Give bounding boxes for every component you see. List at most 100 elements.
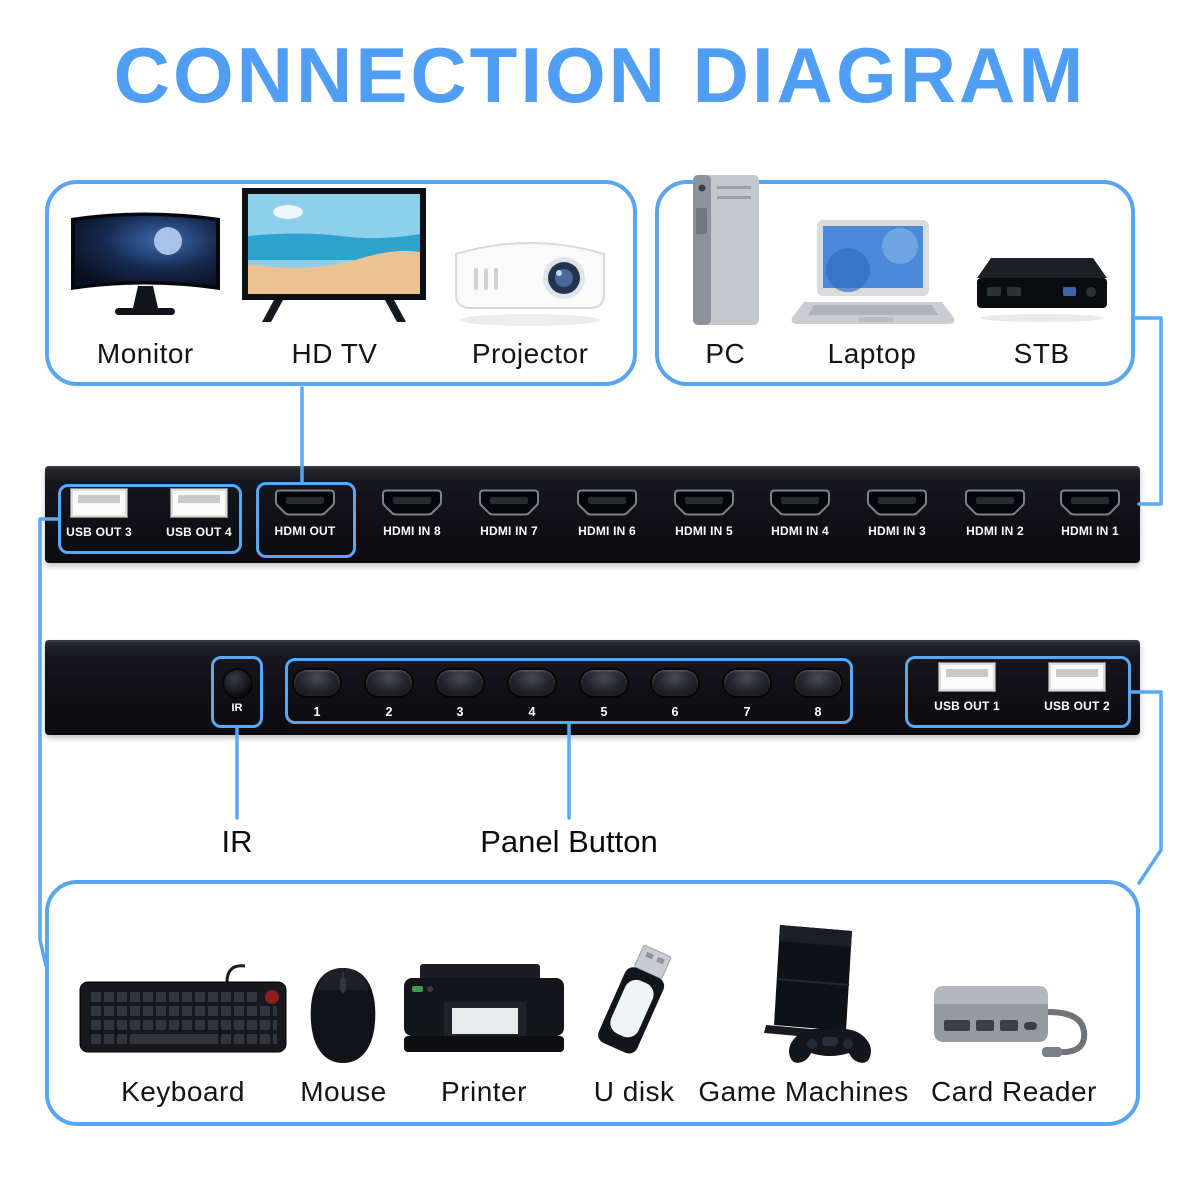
page-title: CONNECTION DIAGRAM: [113, 31, 1087, 119]
peripheral-item-keyboard: Keyboard: [77, 956, 289, 1108]
ir-sensor-icon: [223, 670, 251, 697]
card-reader-icon: [933, 986, 1088, 1057]
channel-button-icon: [294, 670, 340, 696]
peripheral-item-card-reader: Card Reader: [920, 962, 1108, 1108]
channel-button-icon: [724, 670, 770, 696]
device-label: Projector: [471, 338, 589, 369]
device-label: Monitor: [96, 338, 194, 369]
hdmi-in-7-port: HDMI IN 7: [464, 489, 554, 538]
hdmi-port-icon: [479, 489, 539, 516]
monitor-icon: [70, 212, 220, 315]
device-label: Laptop: [827, 338, 917, 369]
usb-drive-icon: [598, 945, 672, 1054]
hdmi-in-8-port: HDMI IN 8: [367, 489, 457, 538]
display-devices-box: Monitor HD TV: [45, 180, 637, 386]
pc-tower-icon: [693, 175, 760, 325]
usb-out-3-label: USB OUT 3: [66, 525, 132, 539]
ir-panel-label: IR: [231, 702, 243, 714]
hdmi-in-3-label: HDMI IN 3: [868, 524, 926, 538]
device-label: HD TV: [291, 338, 378, 369]
hdmi-port-icon: [674, 489, 734, 516]
hdmi-port-icon: [867, 489, 927, 516]
usb-port-icon: [170, 488, 228, 518]
hdmi-in-1-label: HDMI IN 1: [1061, 524, 1119, 538]
device-label: Mouse: [300, 1076, 387, 1107]
hdmi-port-icon: [770, 489, 830, 516]
hdmi-in-5-label: HDMI IN 5: [675, 524, 733, 538]
ir-sensor: IR: [217, 670, 257, 714]
channel-button-icon: [509, 670, 555, 696]
stb-icon: [976, 258, 1107, 322]
channel-button-number: 5: [600, 705, 608, 719]
channel-button-icon: [795, 670, 841, 696]
channel-button-number: 6: [671, 705, 679, 719]
usb-out-2-label: USB OUT 2: [1044, 699, 1110, 713]
channel-button-number: 8: [814, 705, 822, 719]
channel-button-3: 3: [430, 670, 490, 719]
keyboard-icon: [79, 964, 287, 1053]
hdmi-in-1-port: HDMI IN 1: [1045, 489, 1135, 538]
channel-button-number: 3: [456, 705, 464, 719]
ir-callout-label: IR: [221, 824, 253, 859]
hdmi-port-icon: [382, 489, 442, 516]
channel-button-icon: [581, 670, 627, 696]
source-devices-box: PC Laptop STB: [655, 175, 1135, 386]
peripheral-item-game-machines: Game Machines: [698, 921, 908, 1108]
channel-button-8: 8: [788, 670, 848, 719]
hdmi-out-port: HDMI OUT: [260, 489, 350, 538]
channel-button-number: 7: [743, 705, 751, 719]
device-label: PC: [705, 338, 746, 369]
device-label: Game Machines: [698, 1076, 909, 1107]
channel-button-4: 4: [502, 670, 562, 719]
channel-button-number: 2: [385, 705, 393, 719]
highlight-hdmi-out: [256, 482, 356, 558]
source-item-pc: PC: [673, 172, 777, 370]
mouse-icon: [311, 968, 376, 1063]
hdmi-in-4-port: HDMI IN 4: [755, 489, 845, 538]
hdmi-port-icon: [1060, 489, 1120, 516]
tv-icon: [242, 188, 427, 322]
game-console-icon: [763, 925, 871, 1063]
display-item-projector: Projector: [446, 216, 614, 370]
hdmi-port-icon: [275, 489, 335, 516]
device-label: U disk: [593, 1076, 675, 1107]
channel-button-icon: [366, 670, 412, 696]
usb-port-icon: [938, 662, 996, 692]
hdmi-in-2-label: HDMI IN 2: [966, 524, 1024, 538]
usb-out-2-port: USB OUT 2: [1032, 662, 1122, 713]
usb-port-icon: [1048, 662, 1106, 692]
channel-button-number: 4: [528, 705, 536, 719]
channel-button-number: 1: [313, 705, 321, 719]
printer-icon: [403, 964, 564, 1052]
display-item-hdtv: HD TV: [240, 186, 428, 370]
projector-icon: [455, 242, 606, 326]
peripheral-item-printer: Printer: [398, 958, 570, 1108]
hdmi-in-8-label: HDMI IN 8: [383, 524, 441, 538]
channel-button-2: 2: [359, 670, 419, 719]
channel-button-5: 5: [574, 670, 634, 719]
channel-button-1: 1: [287, 670, 347, 719]
switch-rear-panel: USB OUT 3 USB OUT 4 HDMI OUT HDMI IN 8: [45, 466, 1140, 563]
hdmi-in-7-label: HDMI IN 7: [480, 524, 538, 538]
device-label: Card Reader: [931, 1076, 1097, 1107]
panel-button-callout-label: Panel Button: [480, 824, 658, 859]
device-label: Keyboard: [121, 1076, 245, 1107]
hdmi-in-2-port: HDMI IN 2: [950, 489, 1040, 538]
usb-out-3-port: USB OUT 3: [54, 488, 144, 539]
laptop-icon: [791, 220, 955, 324]
channel-button-icon: [437, 670, 483, 696]
hdmi-in-5-port: HDMI IN 5: [659, 489, 749, 538]
usb-out-4-label: USB OUT 4: [166, 525, 232, 539]
peripherals-box: Keyboard Mouse Printer: [45, 880, 1140, 1126]
hdmi-port-icon: [577, 489, 637, 516]
usb-port-icon: [70, 488, 128, 518]
channel-button-icon: [652, 670, 698, 696]
usb-out-4-port: USB OUT 4: [154, 488, 244, 539]
source-item-stb: STB: [967, 230, 1117, 370]
hdmi-in-6-label: HDMI IN 6: [578, 524, 636, 538]
usb-out-1-label: USB OUT 1: [934, 699, 1000, 713]
peripheral-item-udisk: U disk: [581, 942, 687, 1108]
hdmi-in-6-port: HDMI IN 6: [562, 489, 652, 538]
device-label: Printer: [440, 1076, 527, 1107]
